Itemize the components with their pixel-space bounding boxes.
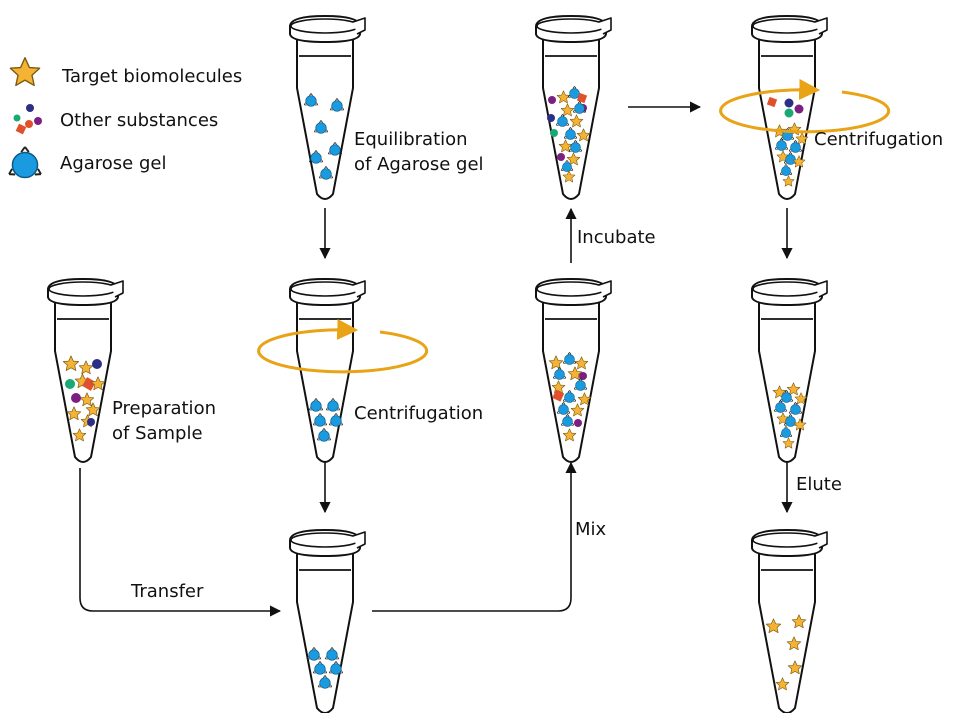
label-incubate: Incubate [577,227,656,248]
legend-target-star-icon [9,57,41,87]
legend-target-label: Target biomolecules [61,66,242,87]
centrifuge1-spin [257,318,429,374]
label-mix: Mix [575,519,607,540]
label-transfer: Transfer [130,581,204,602]
legend-agarose-bead-icon [8,146,42,179]
legend-other-label: Other substances [60,110,218,131]
label-preparation-2: of Sample [112,423,203,444]
label-centrifugation-1: Centrifugation [354,403,483,424]
label-preparation-1: Preparation [112,398,216,419]
centrifuge2-spin [719,78,891,134]
label-centrifugation-2: Centrifugation [814,129,943,150]
sample-contents [62,355,106,442]
legend: Target biomolecules Other substances Aga… [8,57,242,179]
centrifuge2-contents [766,96,809,187]
label-elute: Elute [796,474,842,495]
label-equilibration-1: Equilibration [354,129,468,150]
incubate-contents [547,86,591,183]
legend-other-substances-icon [13,104,42,135]
tube-incubate-result [535,15,612,200]
mix-contents [548,352,592,442]
legend-agarose-label: Agarose gel [60,153,166,174]
tube-eluted [751,529,828,713]
label-equilibration-2: of Agarose gel [354,154,484,175]
arrow-transfer [79,468,282,617]
arrow-mix [372,461,577,612]
